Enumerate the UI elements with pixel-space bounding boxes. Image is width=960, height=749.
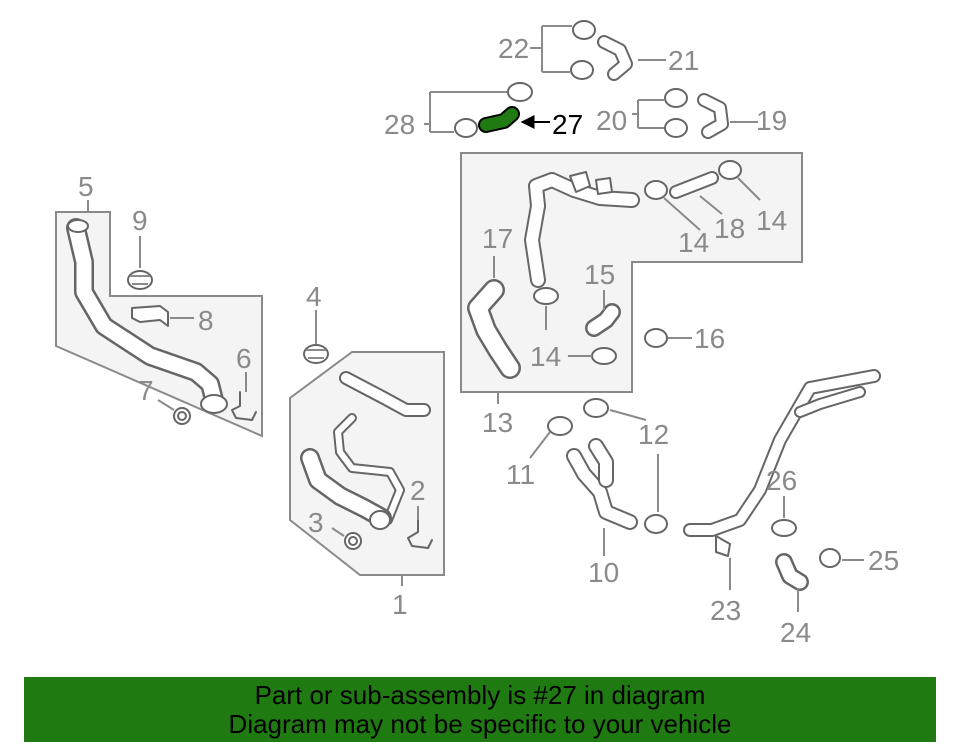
elbow-part-15 xyxy=(585,303,621,337)
hose-part-1 xyxy=(300,371,431,530)
callout-25: 25 xyxy=(868,545,899,576)
clamps-part-28 xyxy=(454,82,533,138)
callout-6: 6 xyxy=(236,343,252,374)
callout-3: 3 xyxy=(308,507,324,538)
callout-9: 9 xyxy=(132,205,148,236)
callout-24: 24 xyxy=(780,617,811,648)
clip-part-6 xyxy=(231,391,257,421)
callout-5: 5 xyxy=(78,171,94,202)
clamp-part-4 xyxy=(303,344,329,364)
hose-part-5 xyxy=(66,218,228,414)
panel-group-13 xyxy=(460,152,803,393)
callout-17: 17 xyxy=(482,223,513,254)
clamps-part-12 xyxy=(583,398,668,534)
hose-part-17 xyxy=(467,279,521,379)
hose-part-27 xyxy=(478,106,520,133)
callout-14a: 14 xyxy=(678,227,709,258)
clamp-part-11 xyxy=(547,416,573,436)
callout-13: 13 xyxy=(482,407,513,438)
callout-1: 1 xyxy=(392,589,408,620)
pipe-part-13 xyxy=(524,171,640,288)
callout-28: 28 xyxy=(384,109,415,140)
hose-part-18 xyxy=(669,171,719,199)
callout-11: 11 xyxy=(506,459,535,490)
oring-part-7 xyxy=(173,407,191,425)
clamp-part-25 xyxy=(819,548,841,568)
callout-26: 26 xyxy=(766,465,797,496)
clamps-part-14 xyxy=(533,160,742,365)
callout-7: 7 xyxy=(138,375,154,406)
elbow-part-24 xyxy=(775,553,809,591)
callout-10: 10 xyxy=(588,557,619,588)
clamp-part-16 xyxy=(644,328,668,348)
hose-part-19 xyxy=(697,93,729,139)
callout-27: 27 xyxy=(552,109,583,140)
leader-lines xyxy=(87,25,864,612)
callout-2: 2 xyxy=(410,475,426,506)
callout-12: 12 xyxy=(638,419,669,450)
callout-20: 20 xyxy=(596,105,627,136)
callout-15: 15 xyxy=(584,259,615,290)
callout-4: 4 xyxy=(306,281,322,312)
clip-part-2 xyxy=(407,519,433,549)
callout-23: 23 xyxy=(710,595,741,626)
callout-19: 19 xyxy=(756,105,787,136)
bracket-part-8 xyxy=(131,305,169,327)
clamps-part-20 xyxy=(664,88,688,138)
banner-line-2: Diagram may not be specific to your vehi… xyxy=(228,709,732,739)
callout-8: 8 xyxy=(198,305,214,336)
callout-21: 21 xyxy=(668,45,699,76)
clamp-part-9 xyxy=(127,270,153,290)
parts-diagram: 22 21 20 19 28 27 5 9 8 6 7 4 2 3 1 17 1… xyxy=(55,20,899,648)
callout-14b: 14 xyxy=(756,205,787,236)
callout-16: 16 xyxy=(694,323,725,354)
clamps-part-22 xyxy=(570,20,596,80)
banner-line-1: Part or sub-assembly is #27 in diagram xyxy=(254,680,706,710)
info-banner: Part or sub-assembly is #27 in diagram D… xyxy=(24,677,936,742)
pipe-part-23 xyxy=(683,369,881,557)
oring-part-3 xyxy=(344,532,362,550)
callout-14c: 14 xyxy=(530,341,561,372)
hose-part-21 xyxy=(597,35,633,81)
clamp-part-26 xyxy=(771,519,797,537)
callout-18: 18 xyxy=(714,213,745,244)
hose-part-10 xyxy=(566,438,638,530)
callout-22: 22 xyxy=(498,33,529,64)
